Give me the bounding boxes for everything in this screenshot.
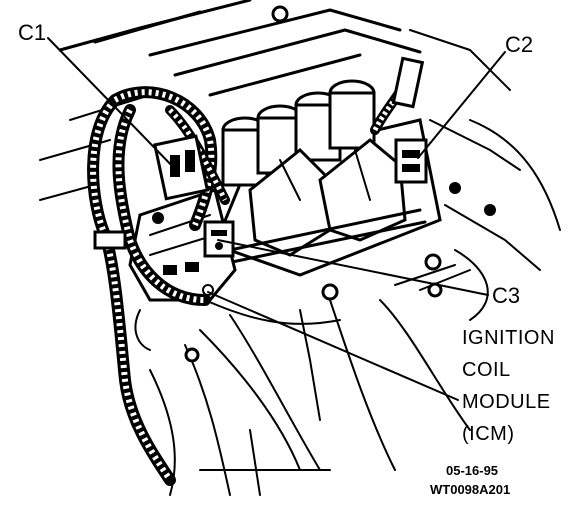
component-label-line-1: IGNITION xyxy=(462,327,555,349)
leader-line-c2 xyxy=(417,51,506,159)
mounting-bolts xyxy=(184,5,496,363)
component-label-line-4: (ICM) xyxy=(462,423,514,445)
leader-line-c1 xyxy=(47,37,179,173)
engine-background xyxy=(39,0,561,496)
figure-date-code: 05-16-95 xyxy=(446,463,498,478)
figure-id-code: WT0098A201 xyxy=(430,482,510,497)
component-label-line-2: COIL xyxy=(462,359,511,381)
callout-c2: C2 xyxy=(505,32,533,57)
wiring-harness xyxy=(87,86,230,486)
callout-c3: C3 xyxy=(492,283,520,308)
leader-lines xyxy=(47,37,506,401)
connector-c1 xyxy=(153,134,210,201)
coil-pack xyxy=(213,79,442,277)
connector-c2 xyxy=(370,56,461,194)
leader-line-icm xyxy=(207,291,459,401)
component-label-line-3: MODULE xyxy=(462,391,551,413)
leader-line-c3 xyxy=(217,239,489,296)
connector-c3 xyxy=(203,220,235,258)
ignition-coil-module xyxy=(128,188,237,302)
callout-c1: C1 xyxy=(18,20,46,45)
